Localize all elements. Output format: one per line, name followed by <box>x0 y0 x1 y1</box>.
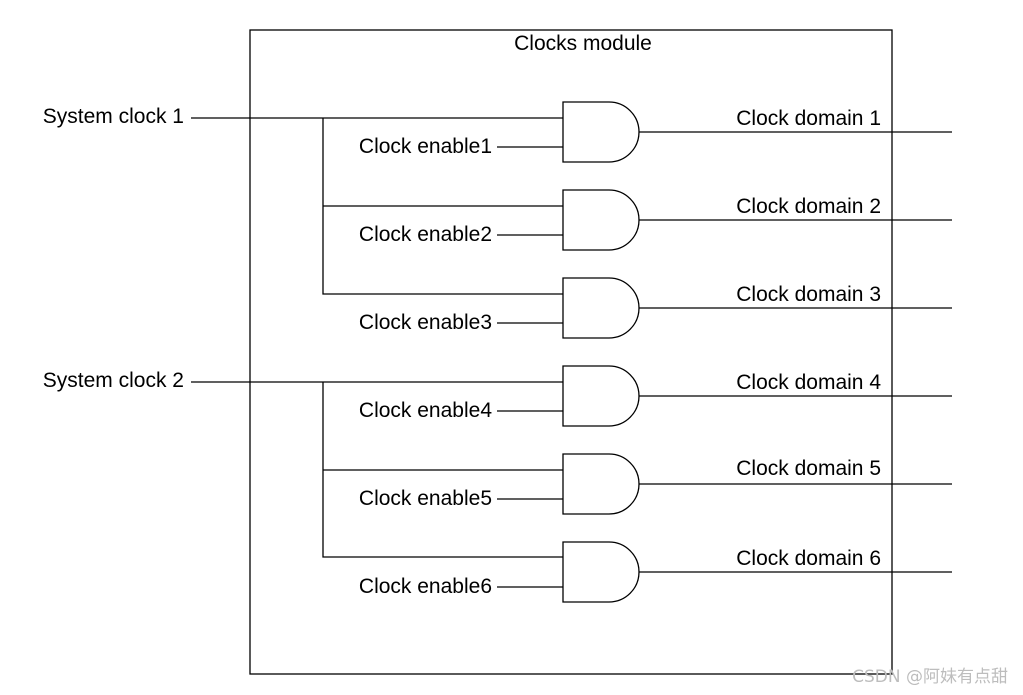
clock-domain-6-label: Clock domain 6 <box>736 547 881 570</box>
and-gate-3-body <box>562 277 640 339</box>
clock-enable-5-label: Clock enable5 <box>359 487 492 510</box>
and-gate-5-body <box>562 453 640 515</box>
system-clock-1: System clock 1 <box>43 105 563 295</box>
and-gate-4-body <box>562 365 640 427</box>
clock-domain-2-label: Clock domain 2 <box>736 195 881 218</box>
and-gate-4: Clock enable4 Clock domain 4 <box>359 365 952 427</box>
and-gate-1: Clock enable1 Clock domain 1 <box>359 101 952 163</box>
system-clock-2: System clock 2 <box>43 369 563 558</box>
clock-enable-3-label: Clock enable3 <box>359 311 492 334</box>
clock-domain-1-label: Clock domain 1 <box>736 107 881 130</box>
clock-domain-4-label: Clock domain 4 <box>736 371 881 394</box>
clocks-module-box <box>249 29 893 675</box>
clock-domain-5-label: Clock domain 5 <box>736 457 881 480</box>
and-gate-1-body <box>562 101 640 163</box>
clock-enable-1-label: Clock enable1 <box>359 135 492 158</box>
clock-enable-2-label: Clock enable2 <box>359 223 492 246</box>
system-clock-2-trunk <box>322 382 563 558</box>
and-gate-5: Clock enable5 Clock domain 5 <box>359 453 952 515</box>
and-gate-6: Clock enable6 Clock domain 6 <box>359 541 952 603</box>
clock-domain-3-label: Clock domain 3 <box>736 283 881 306</box>
clock-enable-4-label: Clock enable4 <box>359 399 492 422</box>
and-gate-2-body <box>562 189 640 251</box>
and-gate-6-body <box>562 541 640 603</box>
and-gate-3: Clock enable3 Clock domain 3 <box>359 277 952 339</box>
clock-enable-6-label: Clock enable6 <box>359 575 492 598</box>
system-clock-1-label: System clock 1 <box>43 105 184 128</box>
module-title: Clocks module <box>514 32 652 55</box>
system-clock-2-label: System clock 2 <box>43 369 184 392</box>
system-clock-1-trunk <box>322 118 563 295</box>
and-gate-2: Clock enable2 Clock domain 2 <box>359 189 952 251</box>
watermark-text: CSDN @阿妹有点甜 <box>852 667 1008 687</box>
